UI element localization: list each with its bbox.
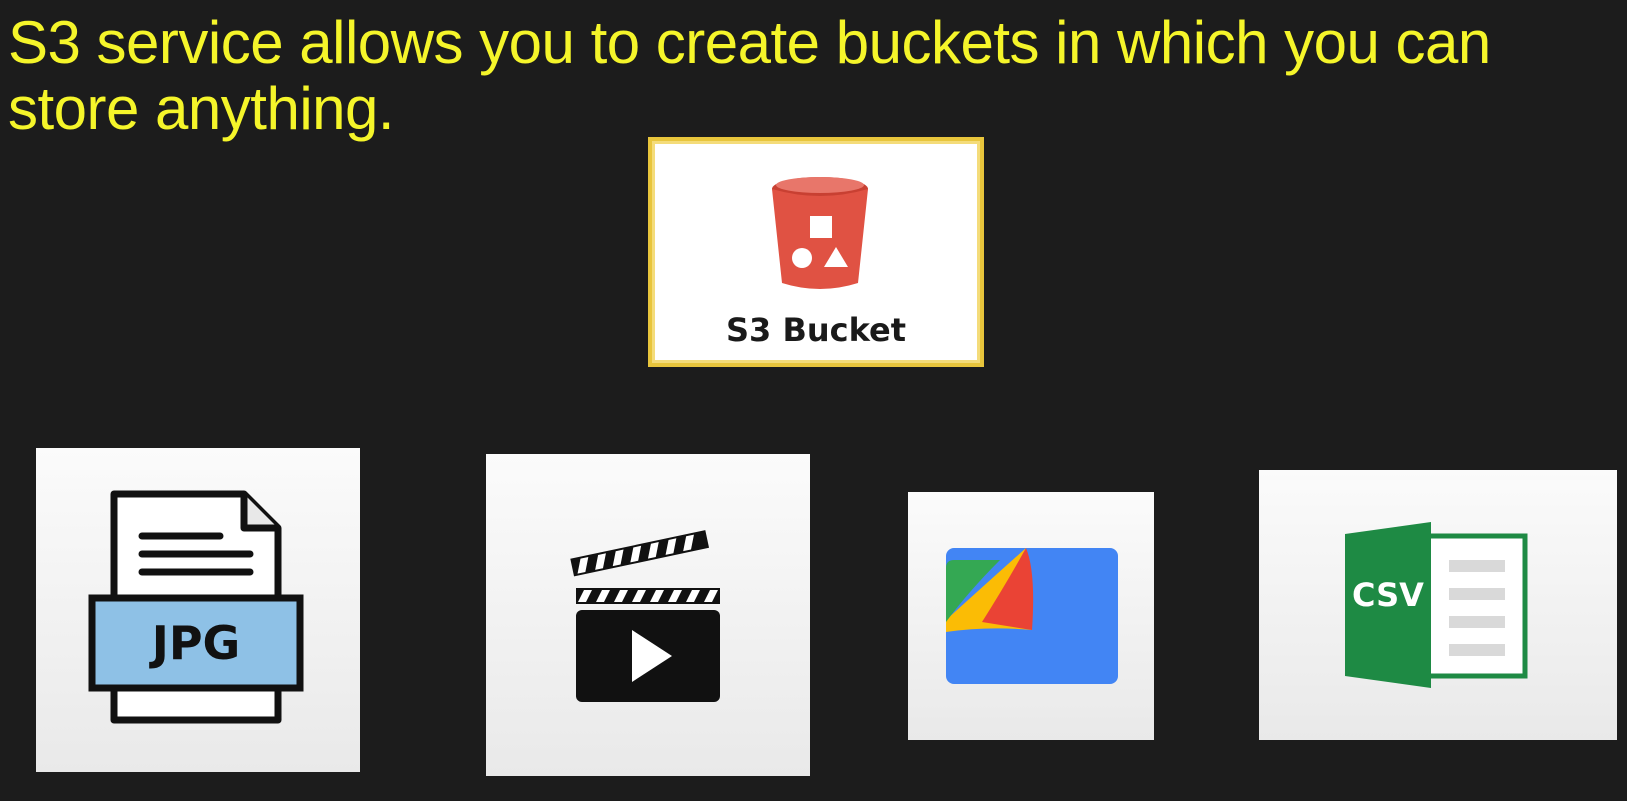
csv-file-card: CSV bbox=[1259, 470, 1617, 740]
s3-bucket-icon bbox=[772, 177, 868, 289]
jpg-file-card: JPG bbox=[36, 448, 360, 772]
jpg-type-label: JPG bbox=[151, 616, 241, 670]
video-file-card bbox=[486, 454, 810, 776]
s3-bucket-card: S3 Bucket bbox=[648, 137, 984, 367]
headline: S3 service allows you to create buckets … bbox=[8, 9, 1491, 142]
s3-bucket-label: S3 Bucket bbox=[725, 311, 906, 349]
csv-type-label: CSV bbox=[1352, 576, 1424, 614]
jpg-file-icon bbox=[88, 490, 304, 724]
files-folder-card bbox=[908, 492, 1154, 740]
files-folder-icon bbox=[946, 548, 1118, 684]
video-clapperboard-icon bbox=[570, 530, 720, 702]
csv-file-icon bbox=[1345, 522, 1528, 688]
